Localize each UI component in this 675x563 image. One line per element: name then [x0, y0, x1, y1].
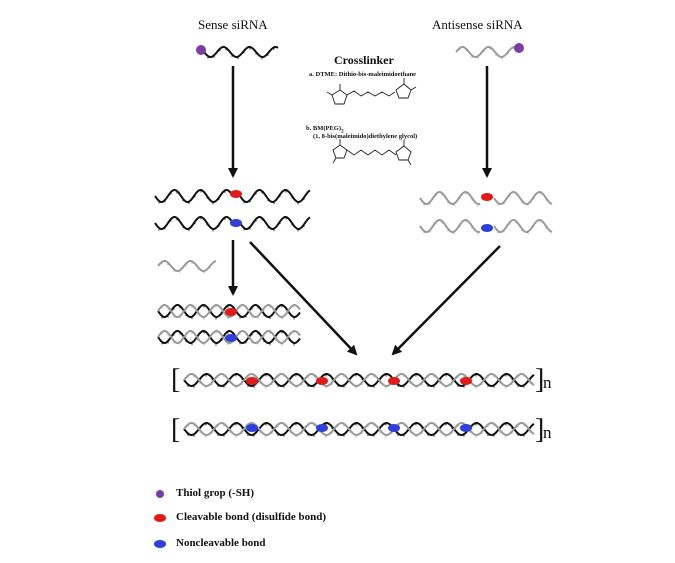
concatemer-2-open-bracket: [: [171, 414, 181, 445]
antisense-strand-cleavable-a: [419, 191, 481, 205]
bmpeg2-structure: [332, 139, 412, 166]
dtme-structure: [326, 78, 417, 105]
strand-layer: [154, 43, 553, 438]
antisense-strand-free: [157, 260, 217, 272]
legend-cleavable-marker: [154, 514, 166, 522]
duplex-noncleavable-bond: [225, 334, 237, 342]
arrow-antisense-to-concatemer: [391, 245, 501, 356]
antisense-sirna-label: Antisense siRNA: [432, 17, 523, 32]
concatemer-1-close-bracket: ]: [535, 364, 545, 395]
concatemer-2-noncleavable-bond-2: [316, 424, 328, 432]
antisense-thiol-group: [514, 43, 524, 53]
arrow-sense-to-concatemer: [249, 241, 358, 356]
concatemer-1-cleavable-bond-1: [246, 377, 258, 385]
legend-noncleavable-marker: [154, 540, 166, 548]
duplex-cleavable-bond: [225, 308, 237, 316]
concatemer-1-cleavable-bond-2: [316, 377, 328, 385]
concatemer-2-noncleavable-bond-1: [246, 424, 258, 432]
sense-strand-noncleavable-a: [154, 216, 233, 230]
concatemer-1-repeat-n: n: [543, 373, 552, 392]
sense-thiol-group: [196, 45, 206, 55]
concatemer-2-antisense: [183, 422, 535, 436]
concatemer-2-noncleavable-bond-3: [388, 424, 400, 432]
crosslinker-structures: [326, 78, 417, 166]
legend-cleavable-label: Cleavable bond (disulfide bond): [176, 511, 327, 523]
concatemer-2-close-bracket: ]: [535, 414, 545, 445]
arrow-layer: [228, 66, 501, 356]
concatemer-1-cleavable-bond-3: [388, 377, 400, 385]
crosslinker-option-b: b. BM(PEG)2: [306, 125, 344, 134]
sense-strand-start: [203, 46, 279, 58]
antisense-strand-start: [455, 46, 517, 58]
crosslinker-heading: Crosslinker: [334, 53, 394, 67]
duplex-cleavable-sense: [157, 304, 301, 318]
duplex-noncleavable-sense: [157, 330, 301, 344]
antisense-cleavable-bond: [481, 193, 493, 201]
sense-strand-cleavable-a: [154, 189, 233, 203]
concatemer-1-cleavable-bond-4: [460, 377, 472, 385]
legend-thiol-label: Thiol grop (-SH): [176, 487, 255, 499]
legend-thiol-marker: [156, 490, 164, 498]
option-b-subscript: 2: [341, 128, 344, 135]
antisense-strand-noncleavable-b: [493, 219, 553, 233]
concatemer-2-noncleavable-bond-4: [460, 424, 472, 432]
option-b-name: b. BM(PEG): [306, 125, 342, 132]
legend-noncleavable-label: Noncleavable bond: [176, 537, 266, 549]
antisense-noncleavable-bond: [481, 224, 493, 232]
sense-sirna-label: Sense siRNA: [198, 17, 268, 32]
sense-strand-noncleavable-b: [239, 216, 311, 230]
legend-markers: [154, 490, 166, 548]
sense-strand-cleavable-b: [239, 189, 311, 203]
antisense-strand-cleavable-b: [493, 191, 553, 205]
concatemer-1-antisense: [183, 373, 535, 387]
crosslinker-option-a: a. DTME: Dithio-bis-maleimidoethane: [309, 71, 417, 78]
sense-cleavable-bond: [230, 190, 242, 198]
antisense-strand-noncleavable-a: [419, 219, 481, 233]
sense-noncleavable-bond: [230, 219, 242, 227]
concatemer-2-repeat-n: n: [543, 423, 552, 442]
crosslinker-option-b-fullname: (1, 8-bis(maleimido)diethylene glycol): [313, 133, 418, 140]
concatemer-1-open-bracket: [: [171, 364, 181, 395]
